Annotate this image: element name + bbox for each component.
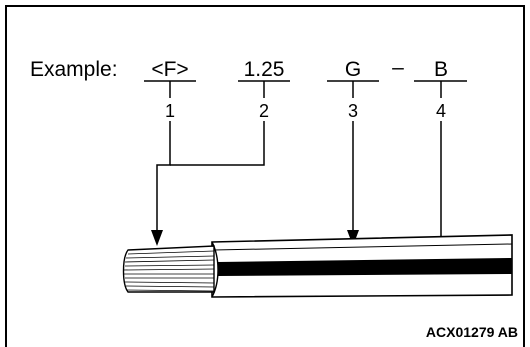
code-base-color: G <box>345 58 361 81</box>
arrowhead-1-2 <box>151 230 163 246</box>
callout-2: 2 <box>259 101 269 121</box>
callout-3: 3 <box>348 101 358 121</box>
callout-1: 1 <box>165 101 175 121</box>
code-dash: – <box>392 56 404 79</box>
code-wire-size: 1.25 <box>244 58 285 81</box>
frame-border <box>5 5 525 347</box>
code-stripe-color: B <box>434 58 448 81</box>
wire-stripe <box>218 258 512 276</box>
leader-line-2 <box>170 121 265 166</box>
code-connector-type: <F> <box>151 58 188 81</box>
callout-4: 4 <box>436 101 446 121</box>
wire-conductor-strands <box>122 245 215 293</box>
example-label: Example: <box>30 58 118 81</box>
leader-line-1 <box>156 121 171 232</box>
figure-code: ACX01279 AB <box>426 324 518 340</box>
